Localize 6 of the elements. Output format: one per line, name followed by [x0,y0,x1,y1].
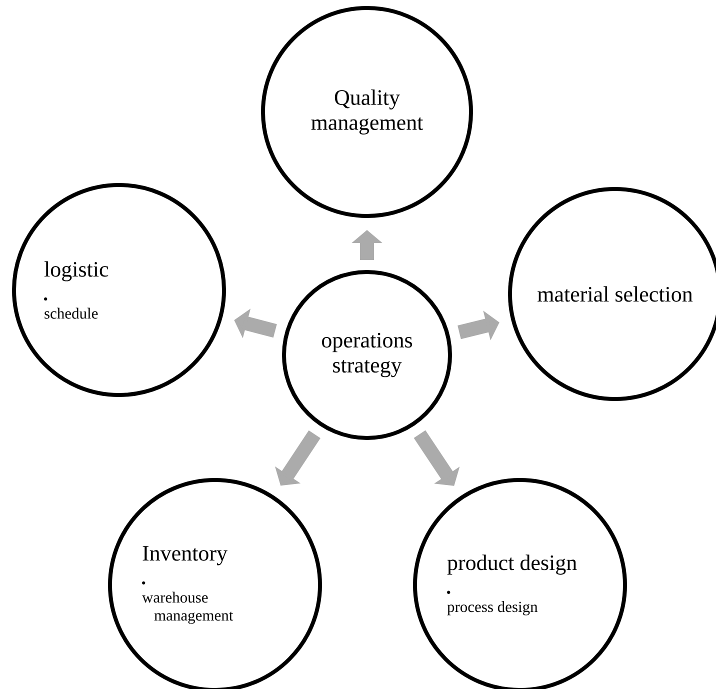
circle-node: operations strategy [282,270,452,440]
block-arrow [414,430,460,486]
circle-node: product design process design [413,478,627,689]
circle-node: Inventory warehouse management [108,478,322,689]
circle-node: Quality management [261,6,473,218]
circle-node: logistic schedule [12,183,226,397]
